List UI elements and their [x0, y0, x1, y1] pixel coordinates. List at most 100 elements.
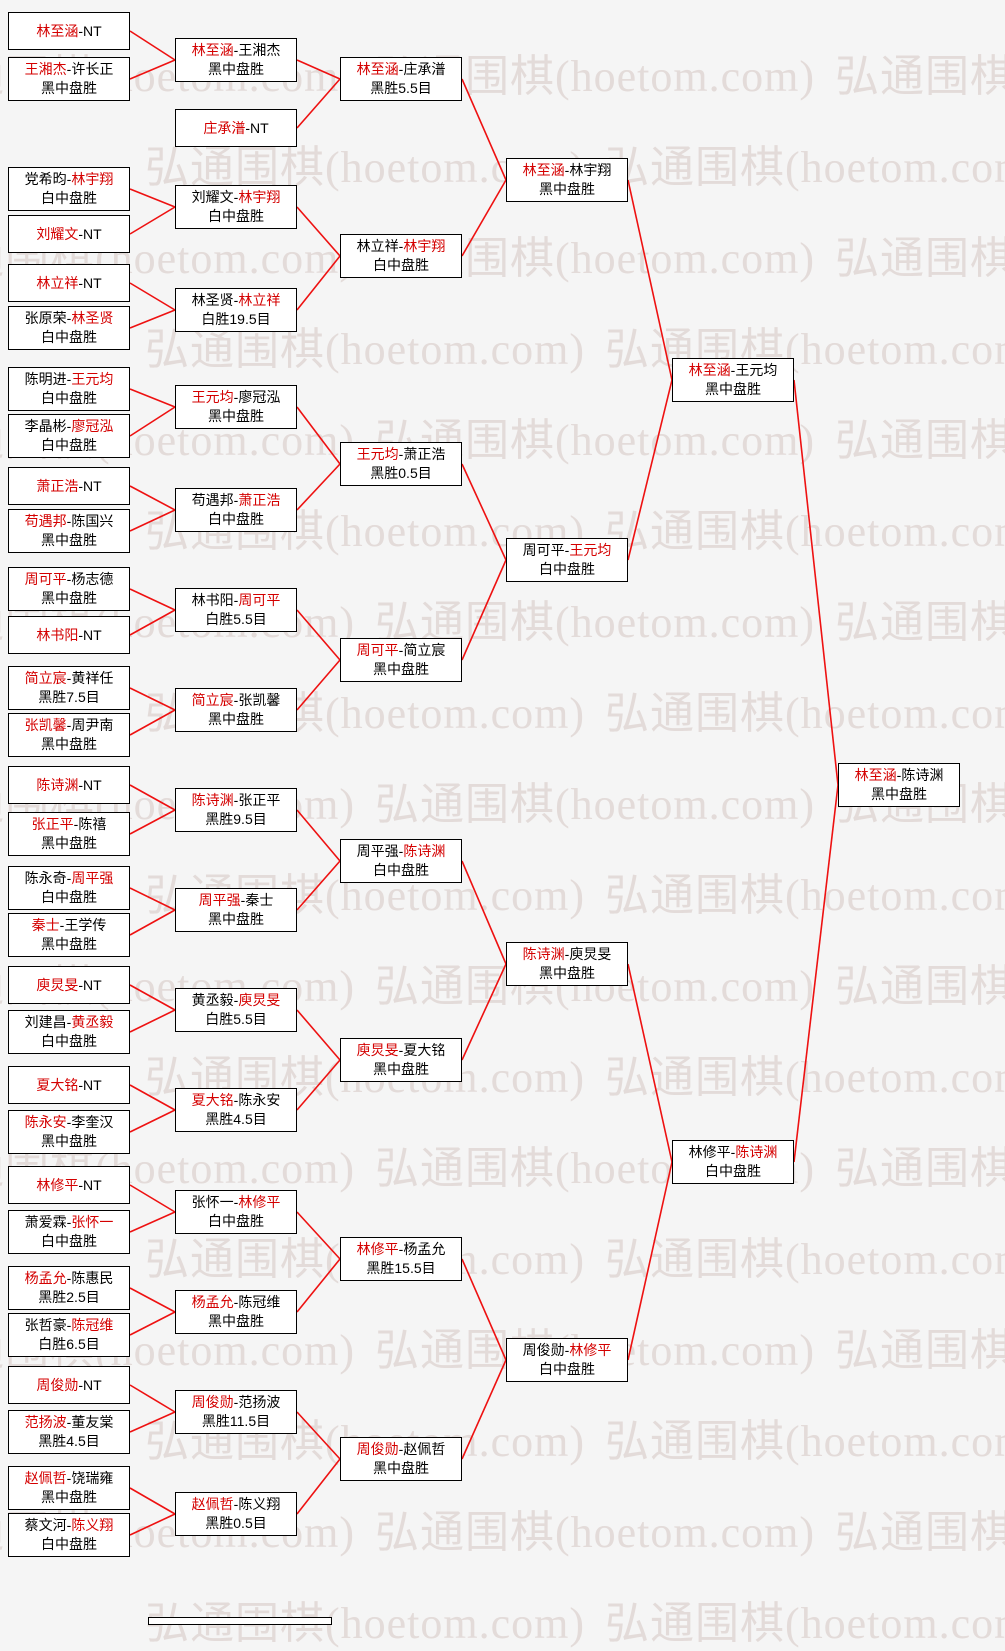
player1-name: 林立祥	[356, 238, 399, 254]
player1-name: 王湘杰	[24, 61, 67, 77]
player1-name: 简立宸	[191, 692, 234, 708]
player2-name: 陈永安	[238, 1092, 281, 1108]
match-players: 陈永奇-周平强	[24, 870, 114, 886]
match-players: 张正平-陈禧	[31, 816, 107, 832]
match-box-r3m4: 周可平-简立宸黑中盘胜	[340, 638, 462, 682]
player1-name: 林至涵	[191, 42, 234, 58]
player1-name: 刘耀文	[36, 225, 79, 242]
match-box-r1m17: 陈永奇-周平强白中盘胜	[8, 866, 130, 910]
match-box-r3m7: 林修平-杨孟允黑胜15.5目	[340, 1237, 462, 1281]
match-box-r2m10: 周平强-秦士黑中盘胜	[175, 888, 297, 932]
match-players: 周俊勋-NT	[36, 1376, 102, 1393]
match-players: 林至涵-王元均	[688, 362, 778, 378]
player2-name: 庾炅旻	[238, 992, 281, 1008]
match-players: 简立宸-黄祥任	[24, 670, 114, 686]
match-result: 白中盘胜	[41, 1033, 97, 1049]
match-box-r1m6: 张原荣-林圣贤白中盘胜	[8, 306, 130, 350]
player2-name: 陈义翔	[238, 1496, 281, 1512]
match-result: 黑中盘胜	[373, 1460, 429, 1476]
match-players: 范扬波-董友棠	[24, 1414, 114, 1430]
match-players: 杨孟允-陈冠维	[191, 1294, 281, 1310]
match-result: 黑胜15.5目	[366, 1260, 436, 1276]
match-box-r1m11: 周可平-杨志德黑中盘胜	[8, 567, 130, 611]
player2-name: 陈冠维	[71, 1317, 114, 1333]
match-players: 林圣贤-林立祥	[191, 292, 281, 308]
match-players: 赵佩哲-饶瑞雍	[24, 1470, 114, 1486]
match-result: 白中盘胜	[373, 257, 429, 273]
match-players: 林书阳-周可平	[191, 592, 281, 608]
player1-name: 赵佩哲	[191, 1496, 234, 1512]
player2-name: 周可平	[238, 592, 281, 608]
player2-name: 张正平	[238, 792, 281, 808]
player1-name: 杨孟允	[191, 1294, 234, 1310]
player1-name: 庄承潽	[203, 119, 246, 136]
player1-name: 张原荣	[24, 310, 67, 326]
player1-name: 张凯馨	[24, 717, 67, 733]
match-box-r2m14: 杨孟允-陈冠维黑中盘胜	[175, 1290, 297, 1334]
match-result: 黑胜7.5目	[38, 689, 100, 705]
player1-name: 李晶彬	[24, 418, 67, 434]
match-box-r1m15: 陈诗渊-NT	[8, 766, 130, 804]
player1-name: 苟遇邦	[191, 492, 234, 508]
match-box-r1m30: 蔡文河-陈义翔白中盘胜	[8, 1513, 130, 1557]
player2-name: 简立宸	[403, 642, 446, 658]
match-box-r5m1: 林至涵-王元均黑中盘胜	[672, 358, 794, 402]
player1-name: 陈诗渊	[191, 792, 234, 808]
match-result: 白中盘胜	[705, 1163, 761, 1179]
player2-name: 张怀一	[71, 1214, 114, 1230]
match-box-r3m1: 林至涵-庄承潽黑胜5.5目	[340, 57, 462, 101]
match-box-r1m16: 张正平-陈禧黑中盘胜	[8, 812, 130, 856]
player1-name: 蔡文河	[24, 1517, 67, 1533]
match-players: 林至涵-陈诗渊	[854, 767, 944, 783]
player2-name: 庄承潽	[403, 61, 446, 77]
match-result: 白中盘胜	[208, 1213, 264, 1229]
player2-name: 陈义翔	[71, 1517, 114, 1533]
player1-name: 范扬波	[24, 1414, 67, 1430]
match-box-r1m10: 苟遇邦-陈国兴黑中盘胜	[8, 509, 130, 553]
match-box-r5m2: 林修平-陈诗渊白中盘胜	[672, 1140, 794, 1184]
match-box-r2m11: 黄丞毅-庾炅旻白胜5.5目	[175, 988, 297, 1032]
match-box-r2m3: 刘耀文-林宇翔白中盘胜	[175, 185, 297, 229]
player1-name: 王元均	[191, 389, 234, 405]
player2-name: 庾炅旻	[569, 946, 612, 962]
match-players: 苟遇邦-陈国兴	[24, 513, 114, 529]
match-box-r2m15: 周俊勋-范扬波黑胜11.5目	[175, 1390, 297, 1434]
match-players: 林至涵-庄承潽	[356, 61, 446, 77]
match-players: 周可平-杨志德	[24, 571, 114, 587]
match-box-r1m13: 简立宸-黄祥任黑胜7.5目	[8, 666, 130, 710]
match-players: 张哲豪-陈冠维	[24, 1317, 114, 1333]
player2-name: NT	[83, 22, 102, 39]
match-players: 林立祥-NT	[36, 274, 102, 291]
player2-name: 王湘杰	[238, 42, 281, 58]
match-players: 杨孟允-陈惠民	[24, 1270, 114, 1286]
match-result: 白胜19.5目	[201, 311, 271, 327]
match-result: 白中盘胜	[41, 1536, 97, 1552]
player1-name: 周可平	[356, 642, 399, 658]
player2-name: 周尹南	[71, 717, 114, 733]
match-players: 陈永安-李奎汉	[24, 1114, 114, 1130]
match-players: 周俊勋-林修平	[522, 1342, 612, 1358]
match-result: 黑中盘胜	[41, 80, 97, 96]
player1-name: 苟遇邦	[24, 513, 67, 529]
player2-name: 董友棠	[71, 1414, 114, 1430]
match-box-r1m3: 党希昀-林宇翔白中盘胜	[8, 167, 130, 211]
match-result: 黑中盘胜	[373, 661, 429, 677]
match-result: 白中盘胜	[41, 390, 97, 406]
player2-name: 秦士	[245, 892, 274, 908]
player1-name: 陈永安	[24, 1114, 67, 1130]
player2-name: 萧正浩	[403, 446, 446, 462]
player2-name: 陈禧	[78, 816, 107, 832]
match-players: 苟遇邦-萧正浩	[191, 492, 281, 508]
match-result: 黑中盘胜	[208, 408, 264, 424]
match-players: 刘耀文-NT	[36, 225, 102, 242]
player1-name: 周俊勋	[191, 1394, 234, 1410]
match-result: 黑胜4.5目	[38, 1433, 100, 1449]
player2-name: 萧正浩	[238, 492, 281, 508]
player1-name: 刘耀文	[191, 189, 234, 205]
match-result: 白中盘胜	[41, 437, 97, 453]
player1-name: 林至涵	[854, 767, 897, 783]
player2-name: 王元均	[735, 362, 778, 378]
match-result: 黑胜11.5目	[201, 1413, 271, 1429]
match-result: 白胜5.5目	[205, 1011, 267, 1027]
player2-name: NT	[83, 274, 102, 291]
